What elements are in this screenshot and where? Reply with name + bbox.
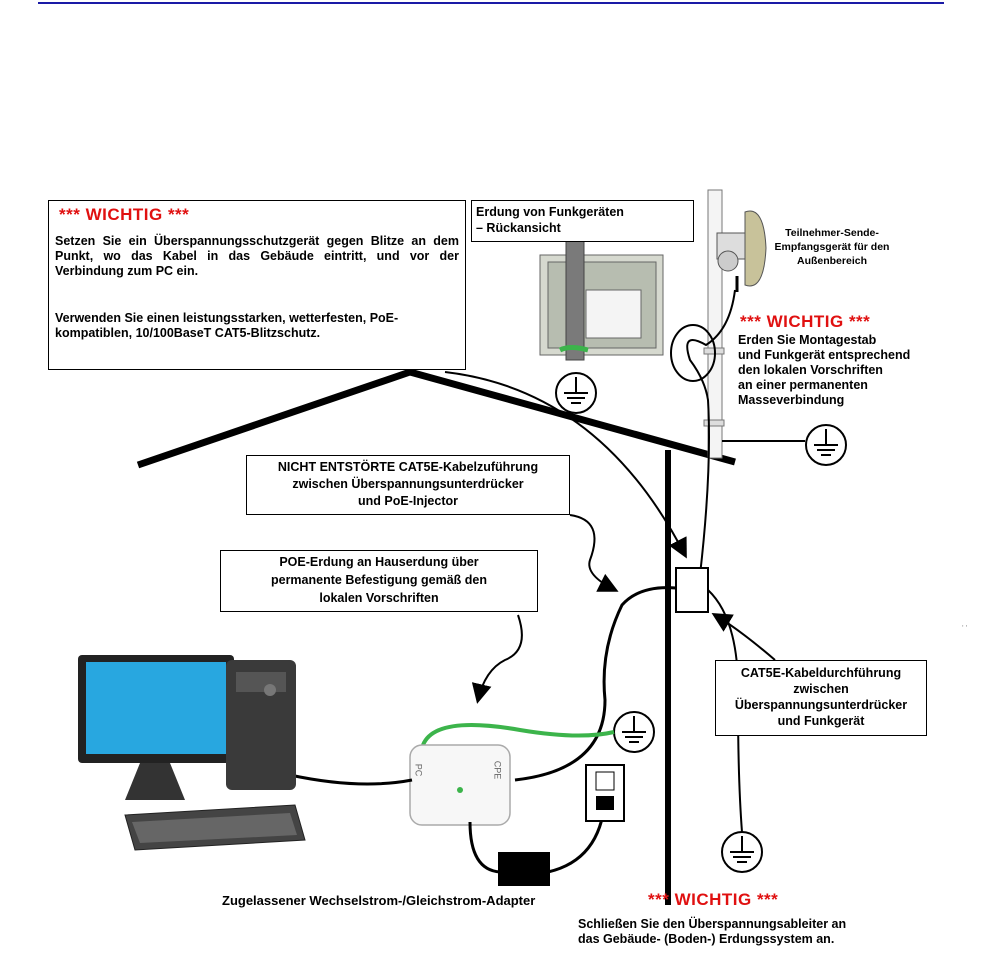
- poe-injector-icon: [409, 744, 511, 826]
- mast-line3: den lokalen Vorschriften: [738, 363, 883, 377]
- subscriber-line3: Außenbereich: [796, 255, 867, 267]
- cat5e-unshielded-line3: und PoE-Injector: [358, 494, 458, 508]
- subscriber-line2: Empfangsgerät für den: [774, 241, 890, 253]
- box-radio-ground-label: Erdung von Funkgeräten – Rückansicht: [471, 200, 694, 242]
- bottom-line2: das Gebäude- (Boden-) Erdungssystem an.: [578, 932, 835, 946]
- mast-line2: und Funkgerät entsprechend: [738, 348, 911, 362]
- important-heading-bottom: *** WICHTIG ***: [648, 890, 779, 909]
- box-cat5e-unshielded: NICHT ENTSTÖRTE CAT5E-Kabelzuführung zwi…: [246, 455, 570, 515]
- poe-ground-line1: POE-Erdung an Hauserdung über: [279, 555, 479, 569]
- mast-line5: Masseverbindung: [738, 393, 845, 407]
- radio-ground-line2: – Rückansicht: [476, 221, 561, 235]
- arrow-surge-feed: [711, 612, 776, 661]
- arrow-top-box: [444, 371, 687, 559]
- top-left-note-2: Verwenden Sie einen leistungsstarken, we…: [55, 311, 399, 340]
- poe-ground-line3: lokalen Vorschriften: [319, 591, 439, 605]
- box-top-left-important: *** WICHTIG *** Setzen Sie ein Überspann…: [48, 200, 466, 370]
- subscriber-line1: Teilnehmer-Sende-: [785, 227, 879, 239]
- note-bottom: Schließen Sie den Überspannungsableiter …: [578, 917, 938, 947]
- computer-icon: [78, 655, 306, 851]
- port-label-cpe: CPE: [492, 760, 503, 780]
- cat5e-unshielded-line1: NICHT ENTSTÖRTE CAT5E-Kabelzuführung: [277, 460, 539, 474]
- important-heading-top: *** WICHTIG ***: [59, 205, 190, 224]
- surge-suppressor: [675, 567, 709, 613]
- port-label-pc: PC: [413, 763, 424, 777]
- box-cat5e-feed: CAT5E-Kabeldurchführung zwischen Überspa…: [715, 660, 927, 736]
- important-heading-mast: *** WICHTIG ***: [740, 312, 871, 331]
- cat5e-unshielded-line2: zwischen Überspannungsunterdrücker: [292, 477, 524, 491]
- cable-radio-loop: [686, 289, 736, 576]
- poe-ground-wire: [421, 723, 615, 746]
- cat5e-feed-line1: CAT5E-Kabeldurchführung: [740, 666, 902, 680]
- roof-line: [136, 368, 736, 469]
- radio-rear-view-icon: [539, 239, 664, 361]
- wall-outlet-icon: [585, 764, 625, 822]
- box-poe-ground: POE-Erdung an Hauserdung über permanente…: [220, 550, 538, 612]
- ground-symbol-poe: [613, 711, 655, 753]
- ground-symbol-radio: [555, 372, 597, 414]
- top-rule: [38, 2, 944, 4]
- cable-unshielded: [514, 586, 677, 782]
- note-mast: Erden Sie Montagestab und Funkgerät ents…: [738, 333, 938, 408]
- cat5e-feed-line4: und Funkgerät: [777, 714, 865, 728]
- power-adapter: [498, 852, 550, 886]
- arrow-unshielded: [569, 514, 619, 592]
- ground-symbol-mast: [805, 424, 847, 466]
- mount-pole: [707, 189, 723, 459]
- poe-ground-line2: permanente Befestigung gemäß den: [270, 573, 487, 587]
- label-subscriber: Teilnehmer-Sende- Empfangsgerät für den …: [772, 226, 892, 268]
- mast-line4: an einer permanenten: [738, 378, 868, 392]
- bottom-line1: Schließen Sie den Überspannungsableiter …: [578, 917, 847, 931]
- label-adapter: Zugelassener Wechselstrom-/Gleichstrom-A…: [222, 893, 536, 908]
- subscriber-radio-icon: [716, 210, 767, 292]
- arrow-to-injector: [471, 614, 523, 704]
- ground-symbol-building: [721, 831, 763, 873]
- radio-ground-line1: Erdung von Funkgeräten: [476, 205, 624, 219]
- mast-line1: Erden Sie Montagestab: [738, 333, 877, 347]
- cat5e-feed-line3: Überspannungsunterdrücker: [734, 698, 908, 712]
- stray-mark: ' ': [962, 624, 968, 633]
- cat5e-feed-line2: zwischen: [793, 682, 849, 696]
- top-left-note-1: Setzen Sie ein Überspannungsschutzgerät …: [55, 234, 459, 278]
